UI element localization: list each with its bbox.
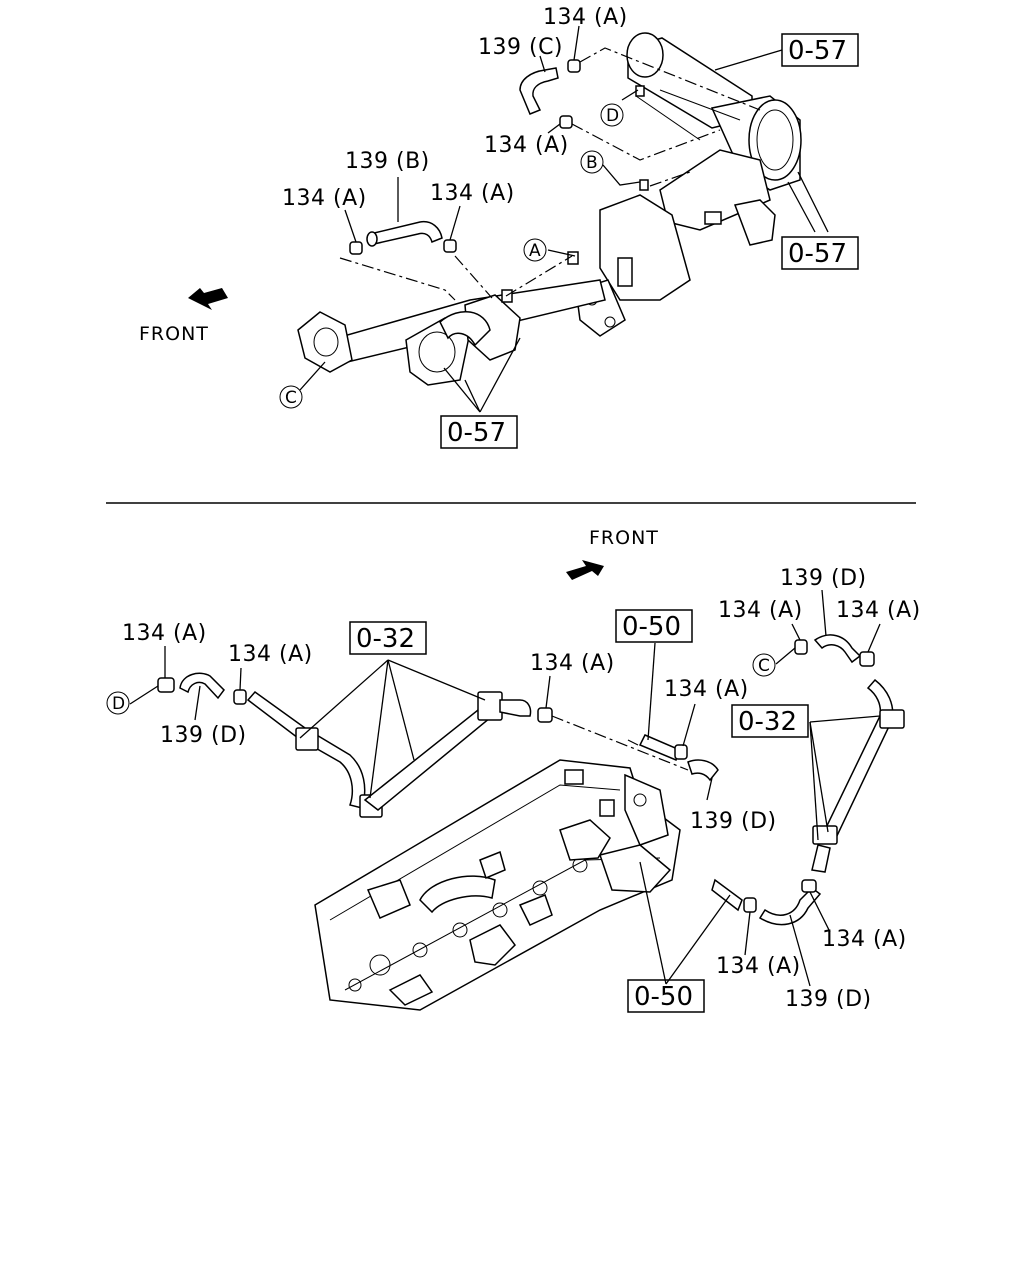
svg-text:B: B bbox=[586, 153, 598, 173]
lower-marker-d: D bbox=[106, 691, 130, 715]
upper-marker-c: C bbox=[279, 385, 303, 409]
svg-text:C: C bbox=[285, 388, 297, 408]
lower-callout-clamp-bottom-mid: 134 (A) bbox=[716, 954, 801, 979]
front-arrow-icon bbox=[188, 288, 228, 310]
upper-callout-clamp-mid: 134 (A) bbox=[484, 133, 569, 158]
lower-ref-box-4: 0-50 bbox=[634, 982, 693, 1012]
lower-callout-clamp-left: 134 (A) bbox=[228, 642, 313, 667]
lower-callout-clamp-mid-right: 134 (A) bbox=[664, 677, 749, 702]
lower-callout-hose-mid: 139 (D) bbox=[690, 809, 777, 834]
upper-ref-box-3: 0-57 bbox=[447, 418, 506, 448]
lower-marker-c: C bbox=[752, 653, 776, 677]
upper-callout-hose-b: 139 (B) bbox=[345, 149, 430, 174]
lower-callout-clamp-far-left: 134 (A) bbox=[122, 621, 207, 646]
svg-text:D: D bbox=[606, 106, 619, 126]
lower-cylinder-head-assembly bbox=[129, 589, 905, 1011]
upper-callout-clamp-left: 134 (A) bbox=[282, 186, 367, 211]
lower-callout-hose-left: 139 (D) bbox=[160, 723, 247, 748]
upper-callout-clamp-right: 134 (A) bbox=[430, 181, 515, 206]
lower-callout-clamp-top-right-left: 134 (A) bbox=[718, 598, 803, 623]
lower-callout-clamp-bottom-right: 134 (A) bbox=[822, 927, 907, 952]
upper-egr-cooler-assembly bbox=[297, 25, 829, 413]
svg-text:A: A bbox=[529, 241, 541, 261]
upper-ref-box-2: 0-57 bbox=[788, 239, 847, 269]
lower-ref-box-2: 0-50 bbox=[622, 612, 681, 642]
svg-text:C: C bbox=[758, 656, 770, 676]
svg-text:D: D bbox=[112, 694, 125, 714]
upper-marker-a: A bbox=[523, 238, 547, 262]
upper-ref-box-1: 0-57 bbox=[788, 36, 847, 66]
upper-front-label: FRONT bbox=[139, 323, 209, 345]
lower-ref-box-1: 0-32 bbox=[356, 624, 415, 654]
lower-front-arrow-icon bbox=[566, 560, 604, 580]
lower-ref-box-3: 0-32 bbox=[738, 707, 797, 737]
lower-callout-hose-top-right: 139 (D) bbox=[780, 566, 867, 591]
upper-marker-b: B bbox=[580, 150, 604, 174]
lower-callout-clamp-center: 134 (A) bbox=[530, 651, 615, 676]
lower-front-label: FRONT bbox=[589, 527, 659, 549]
lower-callout-hose-bottom: 139 (D) bbox=[785, 987, 872, 1012]
lower-callout-clamp-top-right-right: 134 (A) bbox=[836, 598, 921, 623]
upper-callout-clamp-top: 134 (A) bbox=[543, 5, 628, 30]
upper-callout-hose-c: 139 (C) bbox=[478, 35, 563, 60]
upper-marker-d: D bbox=[600, 103, 624, 127]
